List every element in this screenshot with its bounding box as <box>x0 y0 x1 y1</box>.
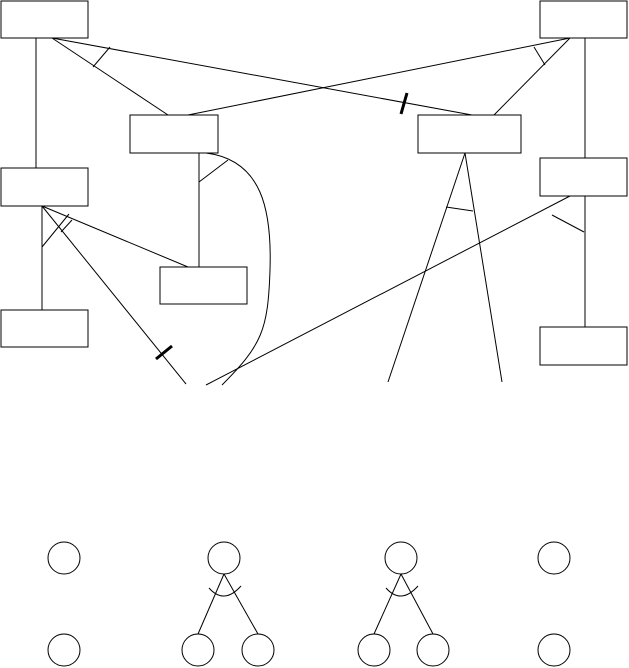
edge-middleright-down-left <box>387 152 466 383</box>
tick-mark-lower-left <box>155 344 173 361</box>
edge-middleright-down-right <box>464 152 503 383</box>
and-arcs <box>41 46 585 248</box>
box-top-right <box>539 0 628 39</box>
node-g2-right <box>241 633 275 667</box>
node-group-1 <box>47 541 81 667</box>
box-right-bottom <box>539 326 628 366</box>
box-middle-right <box>417 114 522 154</box>
tick-mark-top <box>399 92 409 115</box>
box-left-second <box>0 167 89 207</box>
and-arc-rightsecond <box>551 214 585 233</box>
node-tree-legend <box>47 541 571 667</box>
node-g2-top <box>207 541 241 575</box>
box-right-second <box>539 157 628 197</box>
box-left-bottom <box>0 309 89 348</box>
node-g1-top <box>47 541 81 575</box>
node-group-3 <box>357 541 450 667</box>
node-g3-right <box>416 633 450 667</box>
edge-rightsecond-down-diagonal <box>205 195 571 386</box>
and-arc-middleright <box>445 206 474 212</box>
node-g3-left <box>357 633 391 667</box>
connector-lines <box>35 37 586 386</box>
and-arc-leftsecond-inner <box>60 219 73 233</box>
node-g3-top <box>384 541 418 575</box>
edge-topleft-to-middleleft <box>51 37 169 116</box>
edge-topright-to-middleleft <box>187 37 571 116</box>
and-arc-topright <box>533 46 546 66</box>
node-g4-bottom <box>537 633 571 667</box>
node-g2-left <box>181 633 215 667</box>
node-group-4 <box>537 541 571 667</box>
and-arc-g3 <box>385 585 419 597</box>
edge-g2-right <box>223 573 259 635</box>
edge-g3-right <box>400 573 434 635</box>
node-group-2 <box>181 541 275 667</box>
node-g4-top <box>537 541 571 575</box>
and-arc-leftsecond <box>41 213 70 248</box>
edge-leftsecond-to-centerlower <box>41 205 189 268</box>
edge-g3-left <box>373 573 402 635</box>
edge-middleleft-curve-down <box>205 152 271 386</box>
edge-topleft-to-middleright <box>51 37 473 116</box>
node-g1-bottom <box>47 633 81 667</box>
and-arc-middleleft <box>198 159 229 183</box>
edge-g2-left <box>197 573 225 635</box>
edge-topright-to-middleright <box>493 37 571 116</box>
box-top-left <box>0 0 89 39</box>
and-arc-g2 <box>208 585 242 597</box>
box-middle-left <box>129 114 219 154</box>
box-center-lower <box>159 266 248 305</box>
tick-marks <box>155 92 409 361</box>
and-arc-topleft <box>92 46 111 68</box>
